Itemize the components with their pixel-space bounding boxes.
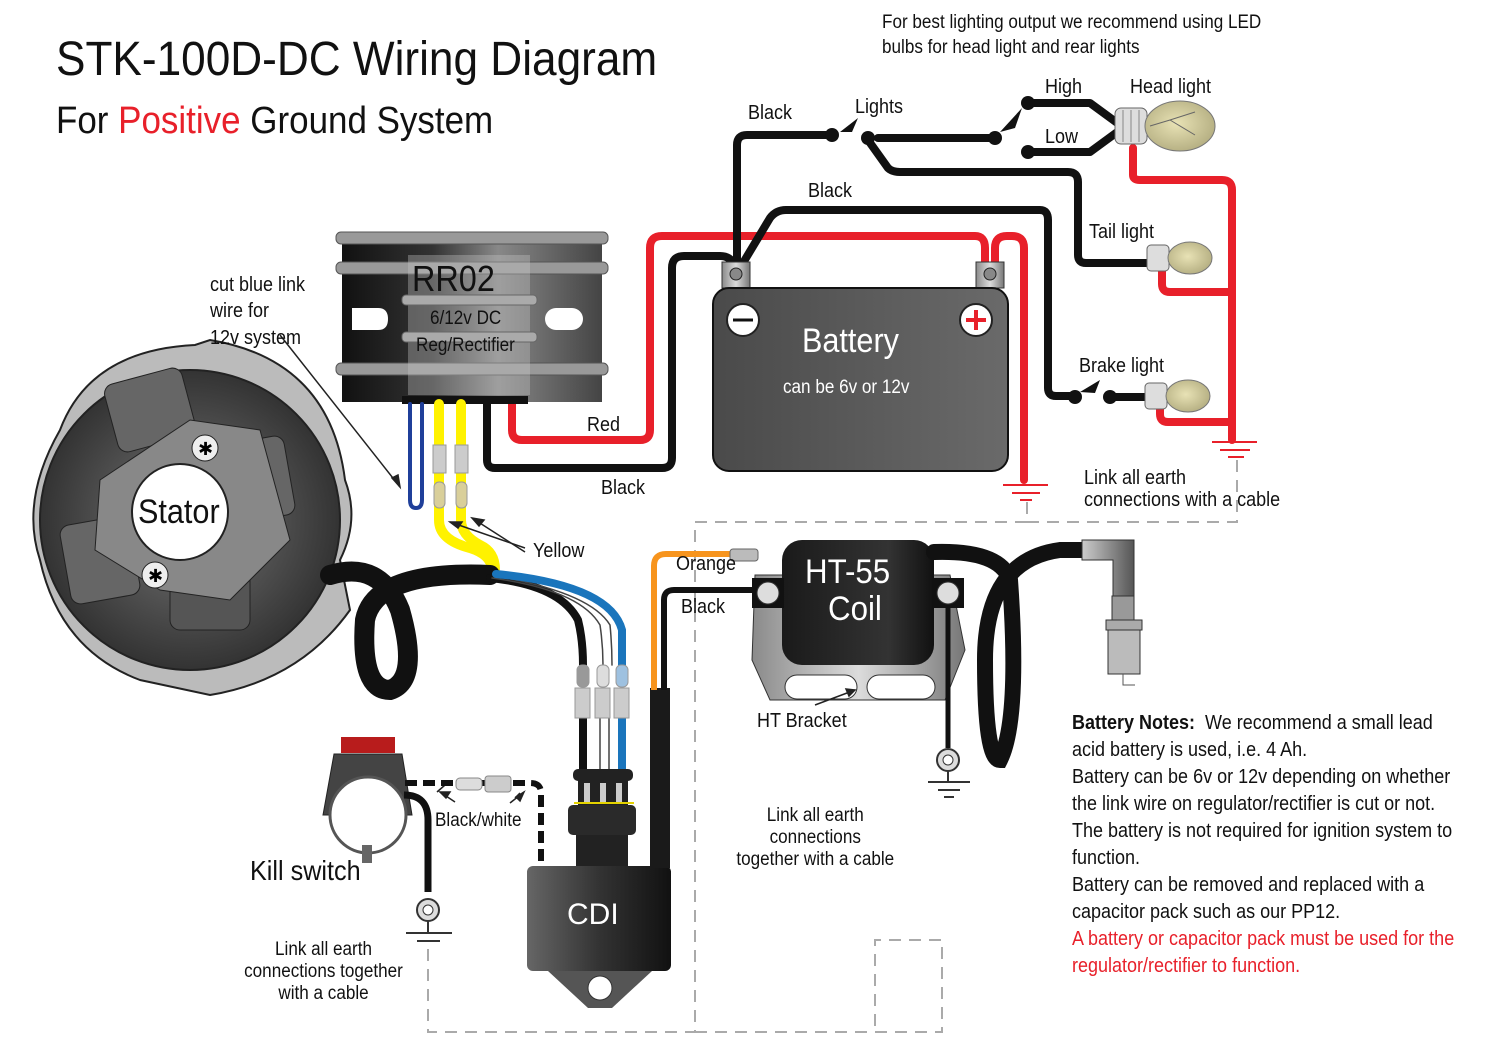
black-white-arrows (438, 688, 857, 804)
annotation-arrows (279, 334, 526, 799)
svg-text:✱: ✱ (148, 566, 163, 587)
subtitle-prefix: For (56, 100, 109, 142)
earth-middle-line3: together with a cable (736, 849, 895, 870)
battery-note-line: The battery is not required for ignition… (1072, 820, 1453, 842)
cut-link-line3: 12v system (210, 327, 302, 349)
stator-label: Stator (138, 493, 220, 531)
battery-note-line: acid battery is used, i.e. 4 Ah. (1072, 739, 1308, 761)
regulator-line1: 6/12v DC (430, 308, 502, 329)
cdi-label: CDI (567, 898, 619, 931)
ground-symbol-coil (928, 771, 970, 798)
regulator-model: RR02 (412, 258, 495, 299)
black-wires (483, 99, 1154, 472)
battery-notes-heading: Battery Notes: (1072, 712, 1196, 734)
brake-light-bulb-icon (1144, 379, 1211, 413)
cut-link-line1: cut blue link (210, 274, 306, 296)
rr-output-wires (408, 399, 500, 575)
battery-sub-label: can be 6v or 12v (783, 377, 910, 398)
stator: ✱ ✱ (32, 338, 353, 697)
wire-label-red: Red (587, 414, 621, 436)
earth-left-line2: connections together (244, 961, 403, 982)
high-beam-label: High (1045, 76, 1083, 98)
spade-connectors (432, 444, 469, 509)
battery-notes-first-line: Battery Notes: We recommend a small lead (1072, 710, 1454, 737)
battery-note-line: function. (1072, 847, 1141, 869)
wire-label-black-rr: Black (601, 477, 646, 499)
battery-note-warning: regulator/rectifier to function. (1072, 955, 1301, 977)
page-subtitle: For Positive Ground System (56, 100, 493, 144)
wire-label-black-top: Black (748, 102, 793, 124)
lights-switch-label: Lights (855, 96, 904, 118)
page-title: STK-100D-DC Wiring Diagram (56, 33, 658, 86)
headlight-bulb-icon (1114, 100, 1216, 152)
battery-note-line: We recommend a small lead (1205, 712, 1433, 734)
battery (712, 261, 1009, 472)
battery-note-line: the link wire on regulator/rectifier is … (1072, 793, 1436, 815)
earth-right-line1: Link all earth (1084, 467, 1187, 489)
ht-lead (926, 542, 1093, 769)
head-light-label: Head light (1130, 76, 1212, 98)
cut-link-line2: wire for (210, 300, 270, 322)
top-note-line1: For best lighting output we recommend us… (882, 12, 1262, 33)
battery-note-line: Battery can be 6v or 12v depending on wh… (1072, 766, 1451, 788)
stator-loom (320, 561, 626, 779)
brake-light-label: Brake light (1079, 355, 1165, 377)
spark-plug-cap-icon (1081, 539, 1143, 686)
tail-light-label: Tail light (1089, 221, 1155, 243)
wire-label-black-coil: Black (681, 596, 726, 618)
tail-light-bulb-icon (1146, 241, 1213, 275)
coil-line2: Coil (828, 590, 882, 628)
kill-switch-label: Kill switch (250, 855, 361, 886)
coil-line1: HT-55 (805, 553, 891, 591)
svg-text:✱: ✱ (198, 439, 213, 460)
earth-middle-line2: connections (769, 827, 861, 848)
loom-connectors (574, 664, 630, 719)
regulator-rectifier (335, 231, 609, 404)
cdi-unit (527, 688, 671, 1008)
subtitle-suffix: Ground System (250, 100, 494, 142)
regulator-line2: Reg/Rectifier (416, 335, 515, 356)
earth-middle-line1: Link all earth (766, 805, 864, 826)
wire-label-black-battery: Black (808, 180, 853, 202)
ground-symbol-lights (1212, 441, 1257, 458)
ground-symbol-kill (406, 921, 452, 942)
ht-bracket-label: HT Bracket (757, 710, 847, 732)
earth-left-line3: with a cable (278, 983, 369, 1004)
earth-left-line1: Link all earth (275, 939, 372, 960)
orange-spade-connector (729, 548, 759, 562)
earth-link-dashed (427, 460, 1238, 1033)
wire-label-yellow: Yellow (533, 540, 585, 562)
ground-symbol-battery (1003, 484, 1048, 501)
battery-notes: Battery Notes: We recommend a small lead… (1072, 710, 1454, 980)
battery-note-line: capacitor pack such as our PP12. (1072, 901, 1341, 923)
kill-switch (322, 737, 544, 922)
subtitle-highlight: Positive (118, 100, 241, 142)
switch-contacts (825, 96, 1117, 404)
top-note-line2: bulbs for head light and rear lights (882, 37, 1140, 58)
coil-feed-wires (651, 551, 755, 690)
battery-label: Battery (802, 322, 899, 360)
wire-label-black-white: Black/white (435, 810, 522, 831)
battery-note-line: Battery can be removed and replaced with… (1072, 874, 1425, 896)
wire-label-orange: Orange (676, 553, 737, 575)
red-wires (508, 144, 1236, 484)
earth-right-line2: connections with a cable (1084, 489, 1281, 511)
battery-note-warning: A battery or capacitor pack must be used… (1072, 928, 1455, 950)
low-beam-label: Low (1045, 126, 1079, 148)
